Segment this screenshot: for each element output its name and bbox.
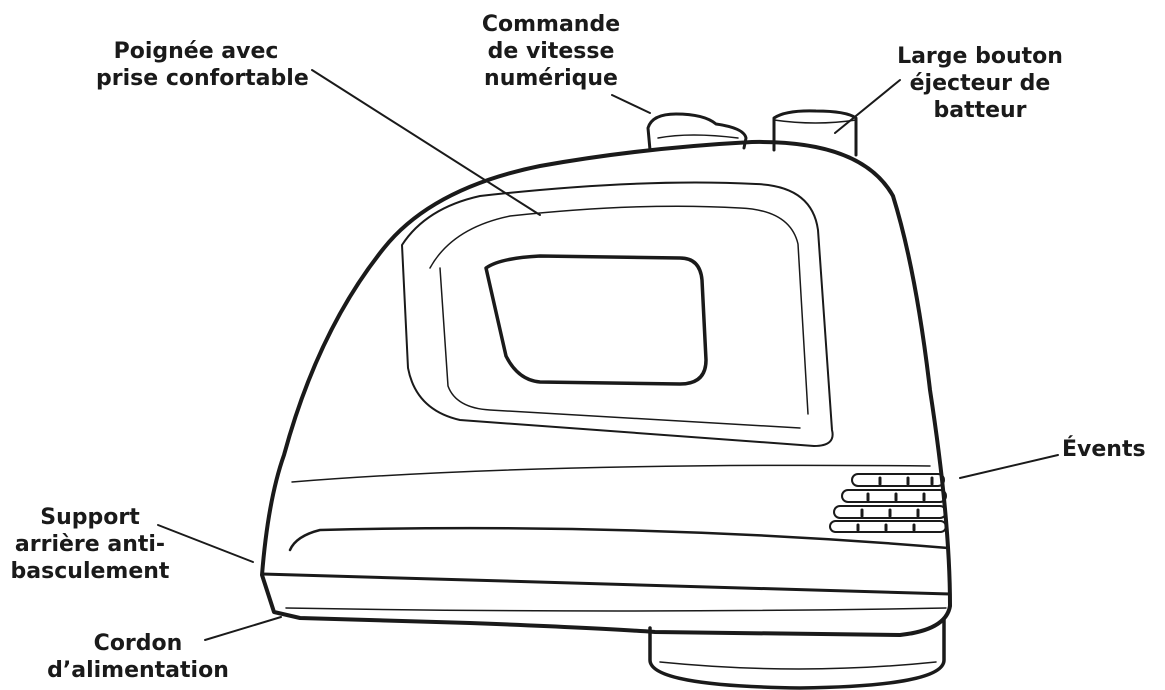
leader-line-speed bbox=[611, 94, 651, 114]
mixer-foot bbox=[648, 618, 946, 690]
mixer-body bbox=[260, 139, 952, 637]
leader-line-vents bbox=[959, 454, 1059, 479]
leader-line-support bbox=[157, 524, 254, 563]
leader-line-cord bbox=[204, 616, 282, 641]
vents bbox=[829, 473, 947, 533]
leader-line-eject bbox=[834, 79, 901, 134]
eject-button bbox=[772, 109, 858, 157]
label-grip: Poignée avec prise confortable bbox=[96, 39, 309, 91]
leader-line-grip bbox=[311, 69, 541, 216]
label-eject-button: Large bouton éjecteur de batteur bbox=[897, 44, 1063, 123]
label-power-cord: Cordon d’alimentation bbox=[47, 631, 229, 683]
handle-opening bbox=[484, 254, 708, 386]
label-vents: Évents bbox=[1062, 437, 1146, 462]
handle bbox=[401, 181, 834, 447]
label-speed-control: Commande de vitesse numérique bbox=[481, 12, 621, 91]
lower-band bbox=[260, 572, 952, 596]
speed-dial bbox=[646, 112, 748, 152]
label-support: Support arrière anti- basculement bbox=[10, 505, 170, 584]
